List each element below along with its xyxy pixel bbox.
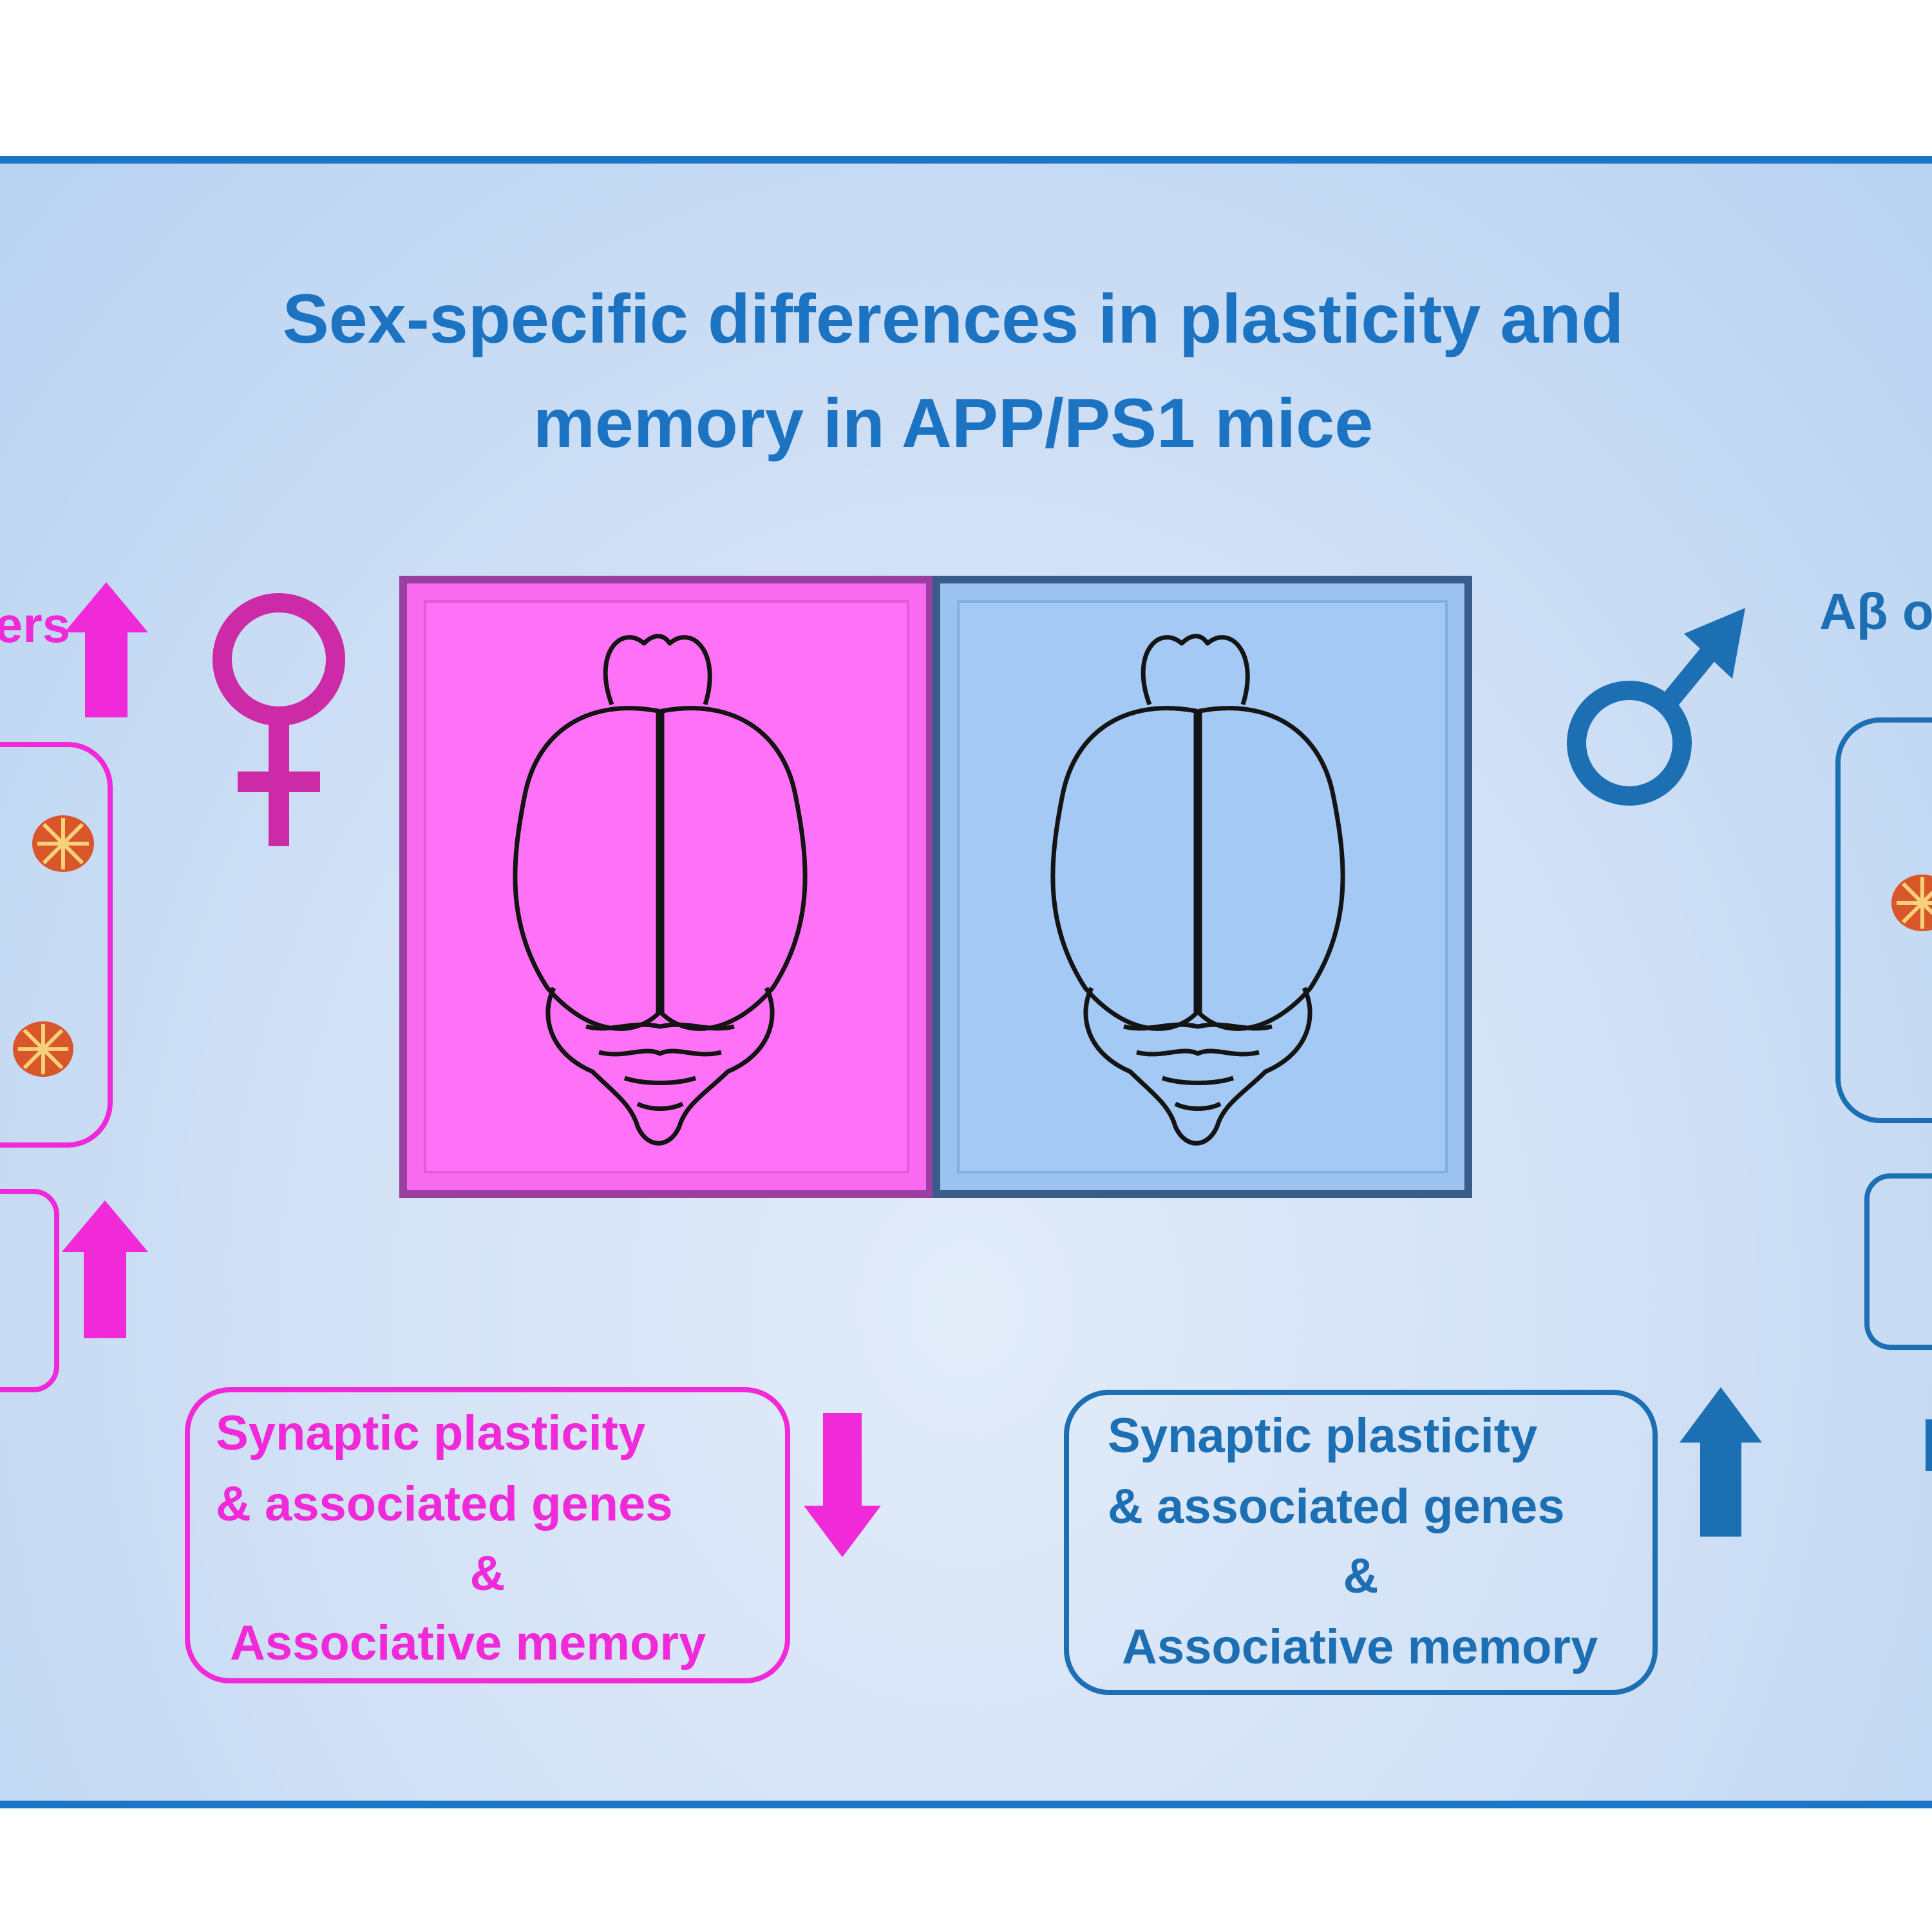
male-partial-box-lower xyxy=(1864,1173,1932,1350)
male-partial-label: Aβ o xyxy=(1819,583,1932,640)
up-arrow-icon xyxy=(64,582,148,717)
male-outcome-box: Synaptic plasticity & associated genes &… xyxy=(1064,1390,1658,1695)
male-symbol-icon xyxy=(1567,608,1745,806)
amyloid-plaque-icon xyxy=(1891,875,1932,931)
amyloid-plaque-icon xyxy=(13,1021,73,1077)
female-symbol-icon xyxy=(213,593,345,846)
male-box-line-4: Associative memory xyxy=(1122,1620,1598,1674)
female-partial-box-upper xyxy=(0,742,113,1148)
diagram-frame: Sex-specific differences in plasticity a… xyxy=(0,156,1932,1808)
male-partial-text-fragment xyxy=(1926,1419,1932,1471)
female-box-line-4: Associative memory xyxy=(230,1616,706,1671)
brain-icon xyxy=(513,634,808,1146)
title-line-2: memory in APP/PS1 mice xyxy=(533,384,1374,462)
female-box-line-1: Synaptic plasticity xyxy=(216,1406,646,1461)
female-partial-box-lower xyxy=(0,1189,59,1392)
female-brain-panel xyxy=(399,576,934,1198)
title-line-1: Sex-specific differences in plasticity a… xyxy=(282,279,1624,357)
brain-icon xyxy=(1050,634,1345,1146)
male-brain-panel xyxy=(933,576,1472,1198)
up-arrow-icon xyxy=(1680,1387,1762,1537)
amyloid-plaque-icon xyxy=(32,815,94,872)
diagram-title: Sex-specific differences in plasticity a… xyxy=(0,267,1906,475)
female-box-line-2: & associated genes xyxy=(216,1477,673,1531)
down-arrow-icon xyxy=(804,1413,881,1557)
male-box-line-3: & xyxy=(1343,1549,1379,1604)
male-box-line-1: Synaptic plasticity xyxy=(1108,1408,1538,1463)
up-arrow-icon xyxy=(62,1200,148,1338)
female-box-line-3: & xyxy=(469,1546,506,1601)
female-outcome-box: Synaptic plasticity & associated genes &… xyxy=(185,1387,790,1683)
female-partial-label: ers xyxy=(0,596,71,653)
male-box-line-2: & associated genes xyxy=(1108,1479,1565,1534)
male-partial-box-upper xyxy=(1835,717,1932,1123)
